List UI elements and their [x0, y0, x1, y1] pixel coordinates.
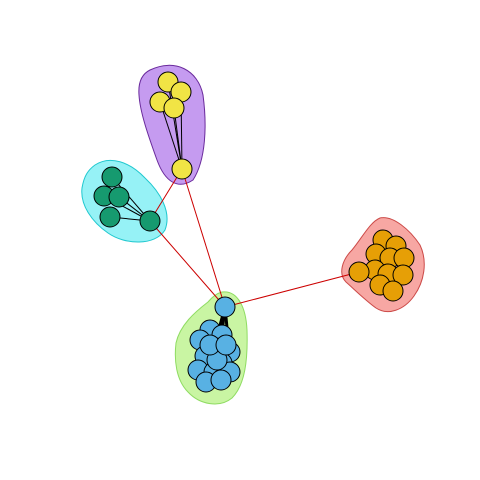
node-blue-0[interactable]: [214, 296, 236, 318]
inter-cluster-edge-purple-blue: [181, 168, 226, 308]
node-cyan-4[interactable]: [139, 210, 161, 232]
inter-cluster-edge-blue-red: [224, 271, 360, 308]
inter-cluster-edge-cyan-blue: [149, 220, 226, 308]
node-cyan-3[interactable]: [99, 206, 121, 228]
node-purple-3[interactable]: [163, 97, 185, 119]
node-blue-12[interactable]: [210, 369, 232, 391]
node-cyan-0[interactable]: [101, 166, 123, 188]
node-cyan-2[interactable]: [108, 186, 130, 208]
node-purple-4[interactable]: [171, 158, 193, 180]
node-red-8[interactable]: [348, 261, 370, 283]
node-blue-15[interactable]: [215, 334, 237, 356]
node-layer: [93, 71, 415, 393]
node-red-7[interactable]: [392, 264, 414, 286]
node-red-10[interactable]: [382, 280, 404, 302]
intra-edge-purple: [159, 101, 183, 170]
